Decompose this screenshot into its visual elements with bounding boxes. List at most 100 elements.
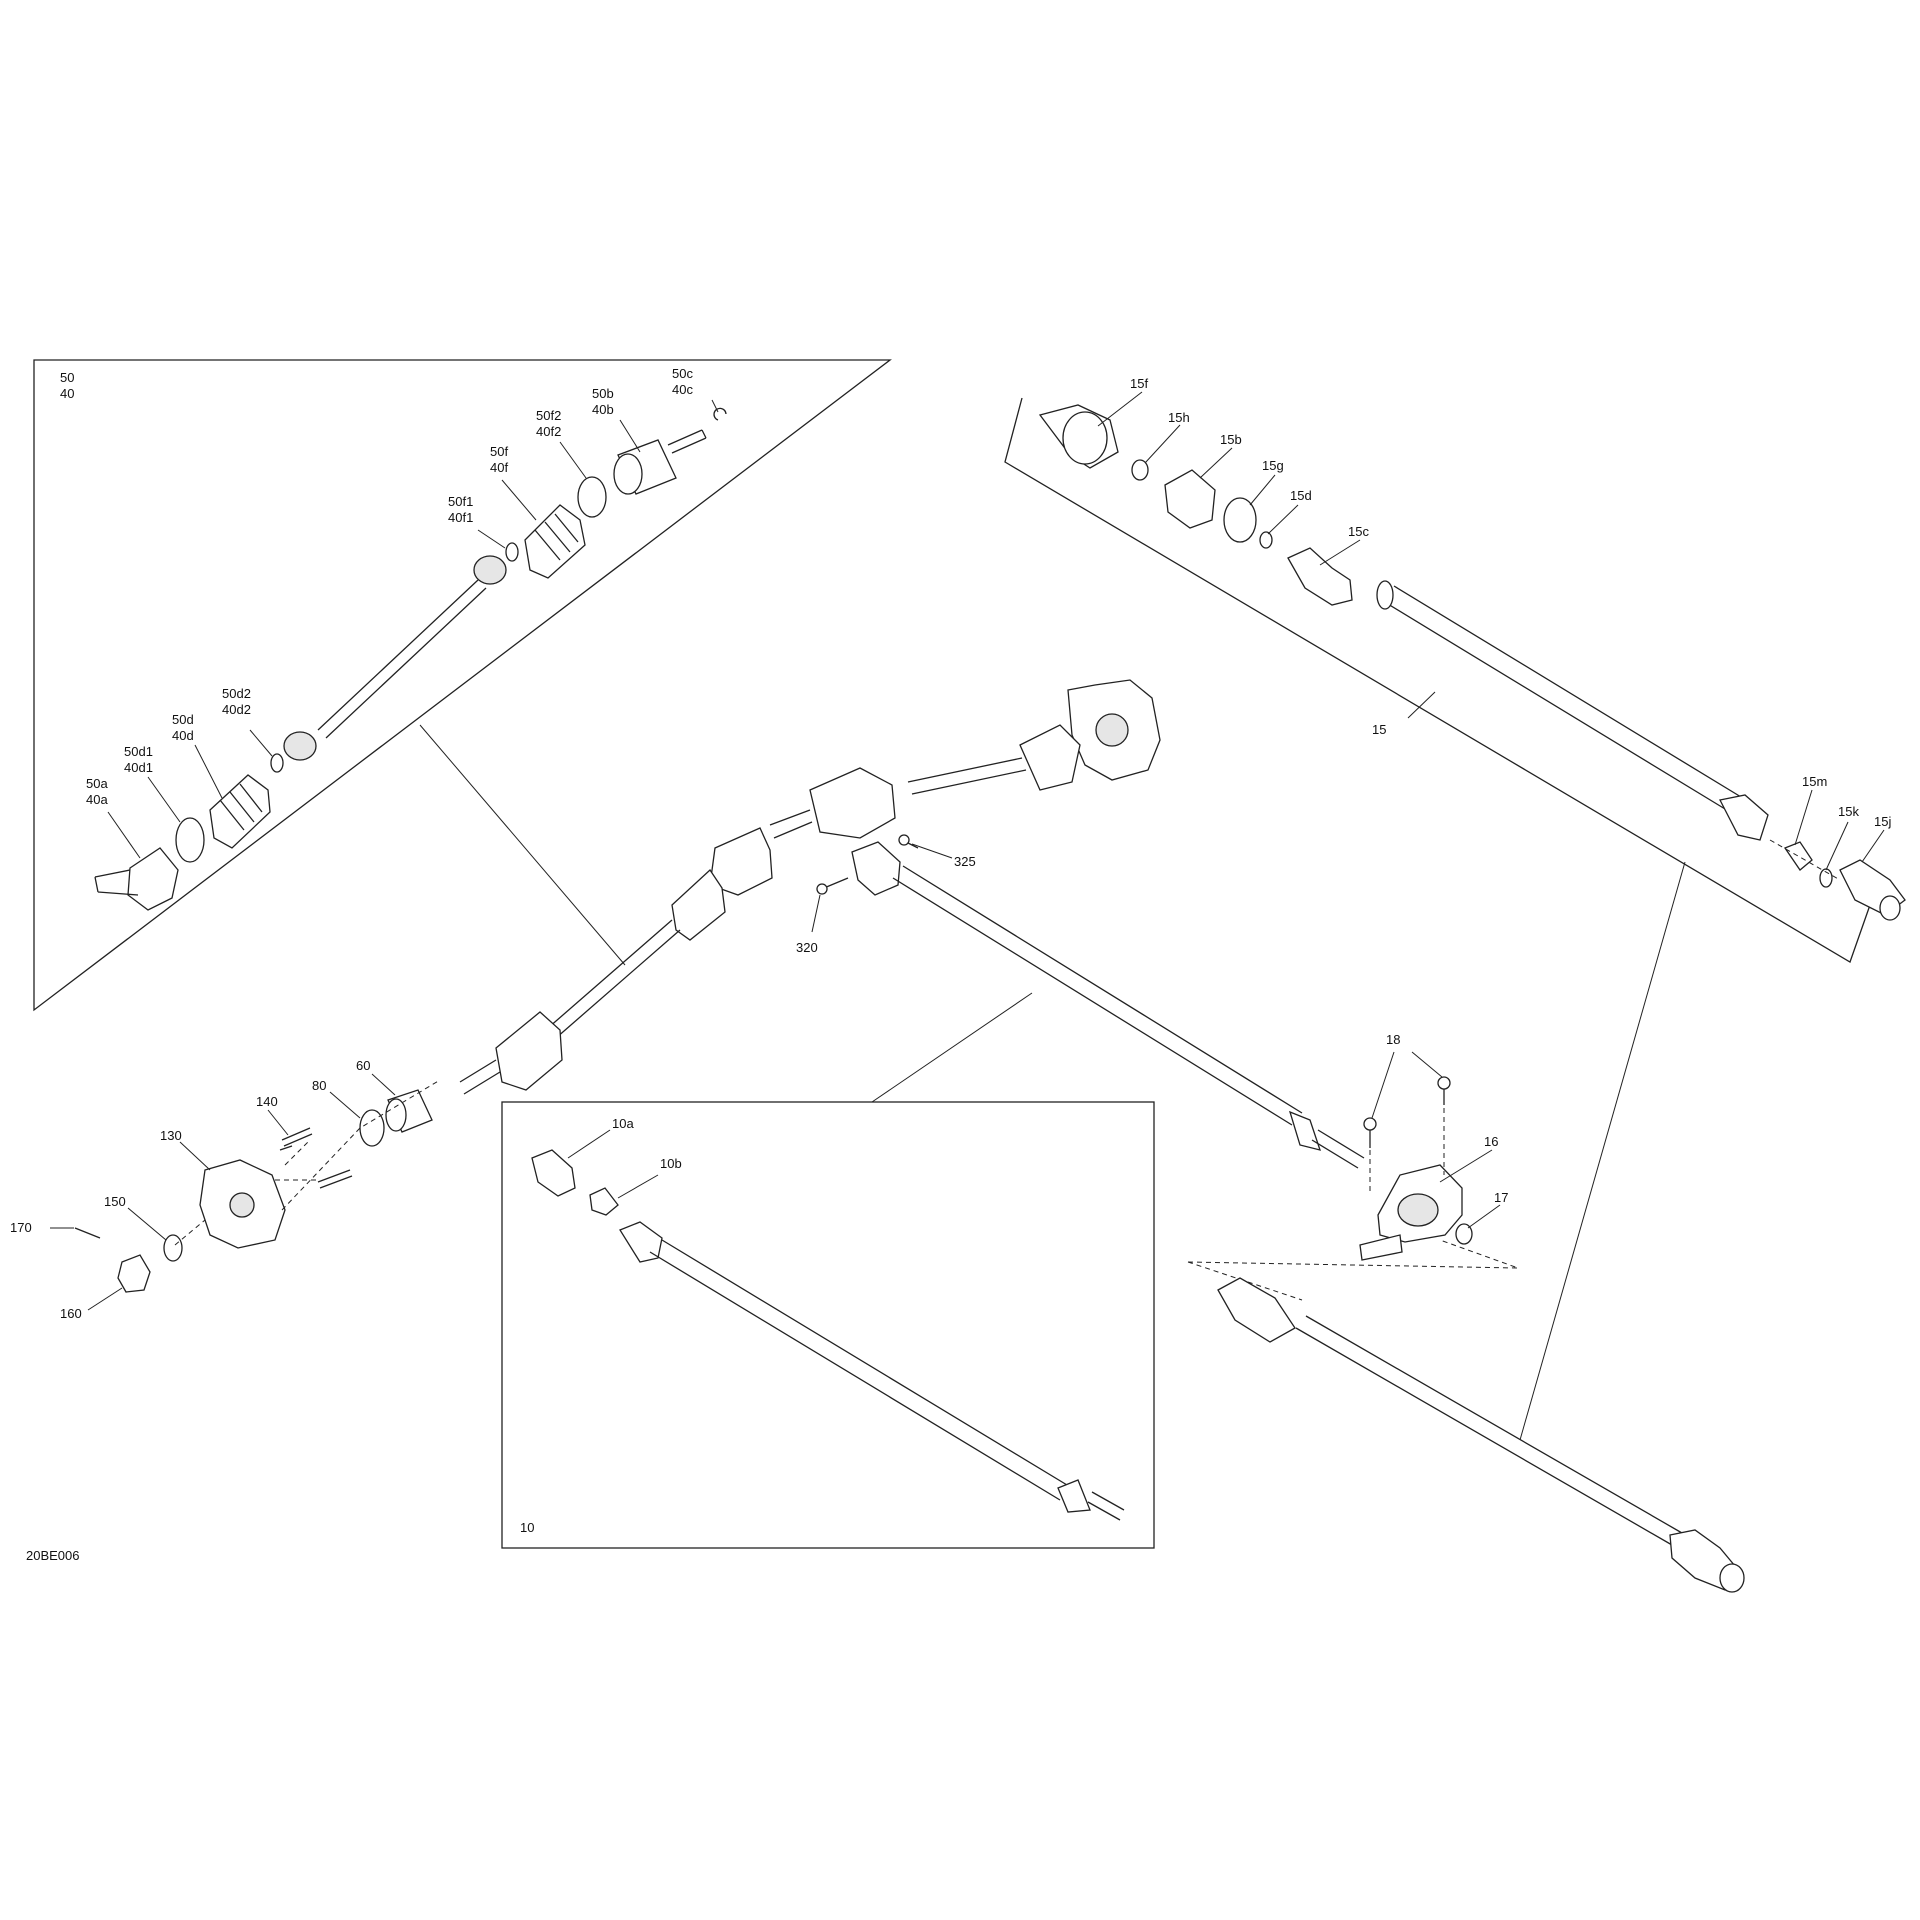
leader-325 [911, 843, 953, 859]
boot-50d [209, 774, 271, 849]
bolt-18-left-head [1363, 1117, 1377, 1131]
leader-320 [811, 894, 821, 933]
driveshaft-15-exploded [1038, 404, 1906, 921]
clamp-50f1 [505, 542, 519, 562]
front-driveshaft-end [1288, 1110, 1321, 1151]
ring-15h [1131, 459, 1149, 481]
stud-140-lower [317, 1169, 353, 1189]
leader-150 [127, 1207, 167, 1241]
rear-shaft-end [1719, 1563, 1745, 1593]
leader-10b [617, 1174, 659, 1199]
nut-160 [117, 1254, 151, 1293]
callout-40b: 40b [592, 402, 614, 417]
bearing-15b [1164, 469, 1216, 529]
leader-10a [567, 1129, 611, 1159]
callout-15g: 15g [1262, 458, 1284, 473]
lower-boot [495, 1011, 563, 1091]
leader-50b [619, 419, 641, 453]
leader-18-b [1411, 1051, 1443, 1078]
bolt-320-head [816, 883, 828, 895]
wheel-hub-130-center [229, 1192, 255, 1218]
callout-40d: 40d [172, 728, 194, 743]
ring-15g [1223, 497, 1257, 543]
callout-15: 15 [1372, 722, 1386, 737]
yoke-15-end [1719, 794, 1769, 841]
ring-15d [1259, 531, 1273, 549]
callout-50d2: 50d2 [222, 686, 251, 701]
leader-130 [179, 1141, 211, 1171]
bolt-320 [823, 877, 849, 889]
callout-50f: 50f [490, 444, 508, 459]
leader-50a [107, 811, 141, 859]
frame-label-line2: 40 [60, 386, 74, 401]
callout-15c: 15c [1348, 524, 1369, 539]
callout-170: 170 [10, 1220, 32, 1235]
upper-joint-housing [809, 767, 896, 839]
snap-ring-80 [359, 1109, 385, 1147]
bolt-325-head [898, 834, 910, 846]
rear-shaft-coupler [1217, 1277, 1296, 1343]
frame-driveshaft-detail [1004, 397, 1871, 963]
upper-shaft-bar [907, 757, 1027, 795]
ring-50d1 [175, 817, 205, 863]
callout-80: 80 [312, 1078, 326, 1093]
callout-320: 320 [796, 940, 818, 955]
front-driveshaft-tube [892, 865, 1303, 1126]
callout-140: 140 [256, 1094, 278, 1109]
leader-50d1 [147, 776, 181, 823]
yoke-front-upper [851, 841, 901, 896]
assembly-path-15 [1769, 839, 1841, 881]
clamp-50d2 [270, 753, 284, 773]
callout-15b: 15b [1220, 432, 1242, 447]
lower-shaft-bar [547, 919, 681, 1039]
leader-50f1 [477, 529, 506, 549]
leader-15d [1267, 504, 1299, 535]
callout-40f: 40f [490, 460, 508, 475]
callout-60: 60 [356, 1058, 370, 1073]
callout-50f1: 50f1 [448, 494, 473, 509]
leader-15g [1249, 474, 1276, 506]
o-ring-17 [1455, 1223, 1473, 1245]
callout-18: 18 [1386, 1032, 1400, 1047]
callout-50d1: 50d1 [124, 744, 153, 759]
ring-50f2 [577, 476, 607, 518]
callout-50a: 50a [86, 776, 108, 791]
driveshaft-10-exploded [531, 1149, 1125, 1521]
diagram-code: 20BE006 [26, 1548, 80, 1563]
lower-splined-stub [459, 1059, 501, 1095]
hub-carrier-bore [1095, 713, 1129, 747]
boot-50f-ribs [534, 513, 579, 561]
leader-50f2 [559, 441, 587, 479]
callout-40d2: 40d2 [222, 702, 251, 717]
front-driveshaft-assembly [816, 834, 1365, 1169]
middle-boot [671, 869, 726, 941]
coupler-15f-face [1062, 411, 1108, 465]
rear-driveshaft-assembly [1217, 1277, 1745, 1593]
leader-50c [711, 399, 719, 413]
tripod-joint-lower [283, 731, 317, 761]
callout-40f1: 40f1 [448, 510, 473, 525]
boot-50d-ribs [219, 783, 263, 831]
callout-40a: 40a [86, 792, 108, 807]
cross-15m [1784, 841, 1813, 871]
driveshaft-10-splines [1087, 1491, 1125, 1521]
callout-50f2: 50f2 [536, 408, 561, 423]
halfshaft-exploded-assembly [94, 407, 727, 911]
leader-15b [1199, 447, 1233, 479]
callout-150: 150 [104, 1194, 126, 1209]
callout-10a: 10a [612, 1116, 634, 1131]
bearing-60-face [385, 1098, 407, 1132]
upper-splined-stub [769, 809, 813, 839]
halfshaft-bar [317, 579, 487, 739]
inner-boot-upper [1019, 724, 1081, 791]
main-halfshaft-assembly [74, 679, 1161, 1293]
leader-15k [1825, 821, 1849, 871]
callout-15f: 15f [1130, 376, 1148, 391]
labels: 50 40 10 20BE006 50c 40c 50b 40b 50f2 40… [10, 366, 1891, 1563]
callout-40f2: 40f2 [536, 424, 561, 439]
driveshaft-10-tube [649, 1239, 1073, 1501]
callout-50d: 50d [172, 712, 194, 727]
clip-50c [713, 407, 727, 421]
callout-40c: 40c [672, 382, 693, 397]
